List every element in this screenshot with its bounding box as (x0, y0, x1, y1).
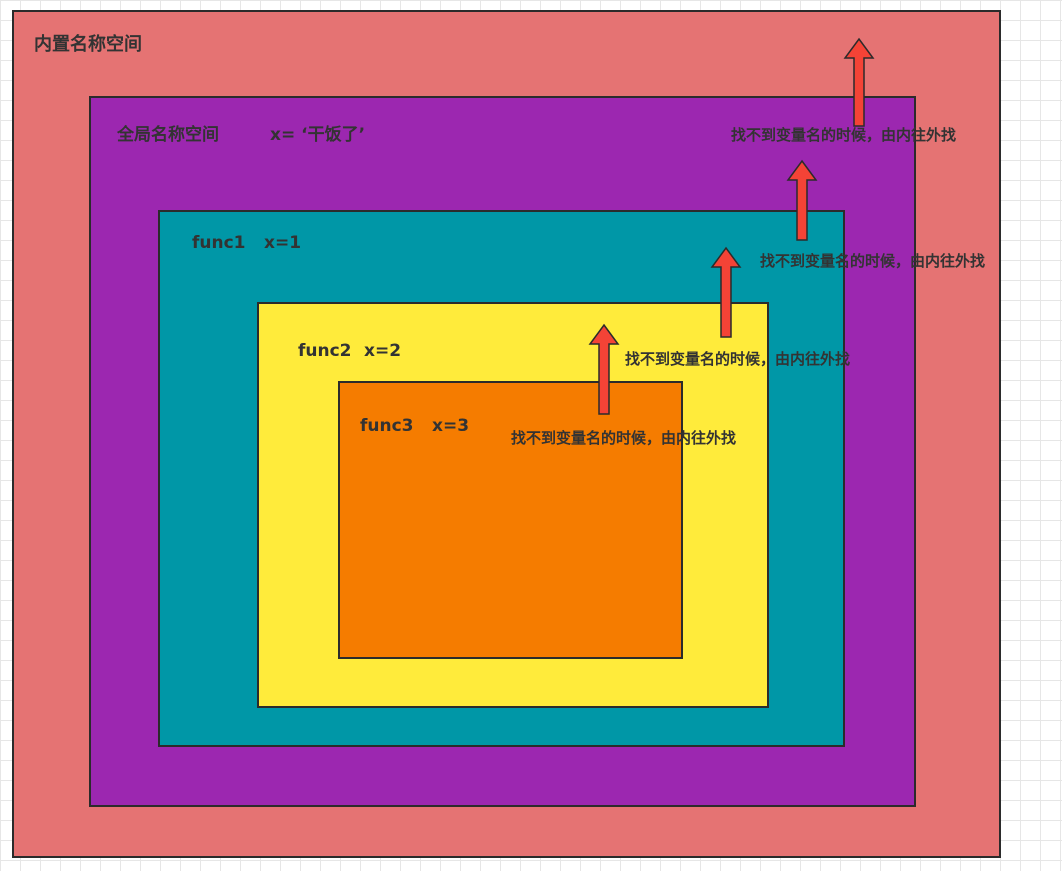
func3-label: func3 (360, 416, 414, 436)
func1-label: func1 (192, 233, 246, 253)
lookup-note-func3: 找不到变量名的时候，由内往外找 (511, 429, 737, 447)
lookup-note-func1: 找不到变量名的时候，由内往外找 (760, 252, 986, 270)
builtin-namespace-label: 内置名称空间 (34, 34, 142, 55)
global-x-binding: x= ‘干饭了’ (270, 125, 366, 145)
up-arrow-icon (843, 37, 875, 127)
global-namespace-label: 全局名称空间 (117, 125, 219, 145)
func2-label: func2 (298, 341, 352, 361)
lookup-note-global: 找不到变量名的时候，由内往外找 (731, 126, 957, 144)
lookup-note-func2: 找不到变量名的时候，由内往外找 (625, 350, 851, 368)
func3-scope-box (338, 381, 683, 659)
up-arrow-icon (786, 159, 818, 241)
up-arrow-icon (710, 246, 742, 338)
func2-x-binding: x=2 (364, 341, 402, 361)
func3-x-binding: x=3 (432, 416, 470, 436)
func1-x-binding: x=1 (264, 233, 302, 253)
up-arrow-icon (588, 323, 620, 415)
